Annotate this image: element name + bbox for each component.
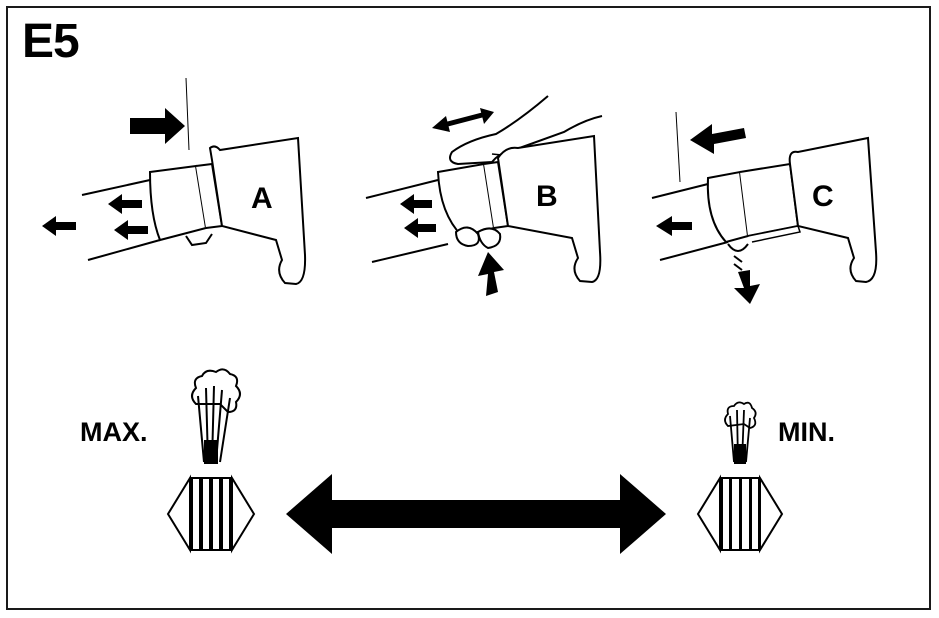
figure-title: E5 <box>22 15 80 68</box>
flow-arrows <box>42 194 148 240</box>
step-c-illustration: C <box>651 111 878 304</box>
flow-arrows <box>400 194 436 238</box>
max-label: MAX. <box>80 417 148 447</box>
adjustment-double-arrow-icon <box>286 474 666 554</box>
step-c-label: C <box>812 180 834 213</box>
double-arrow-icon <box>432 108 494 132</box>
press-up-arrow-icon <box>478 252 504 296</box>
min-spray-icon <box>724 401 757 464</box>
step-b-illustration: B <box>365 95 603 296</box>
max-nozzle-icon <box>166 474 256 554</box>
min-label: MIN. <box>778 417 835 447</box>
step-a-illustration: A <box>42 77 307 286</box>
release-down-arrow-icon <box>733 255 760 304</box>
flow-arrows <box>656 216 692 236</box>
min-nozzle-icon <box>696 474 784 554</box>
push-arrow-icon <box>130 108 185 144</box>
step-a-label: A <box>251 182 273 215</box>
pull-arrow-icon <box>690 124 746 154</box>
step-b-label: B <box>536 180 558 213</box>
max-spray-icon <box>191 368 241 464</box>
